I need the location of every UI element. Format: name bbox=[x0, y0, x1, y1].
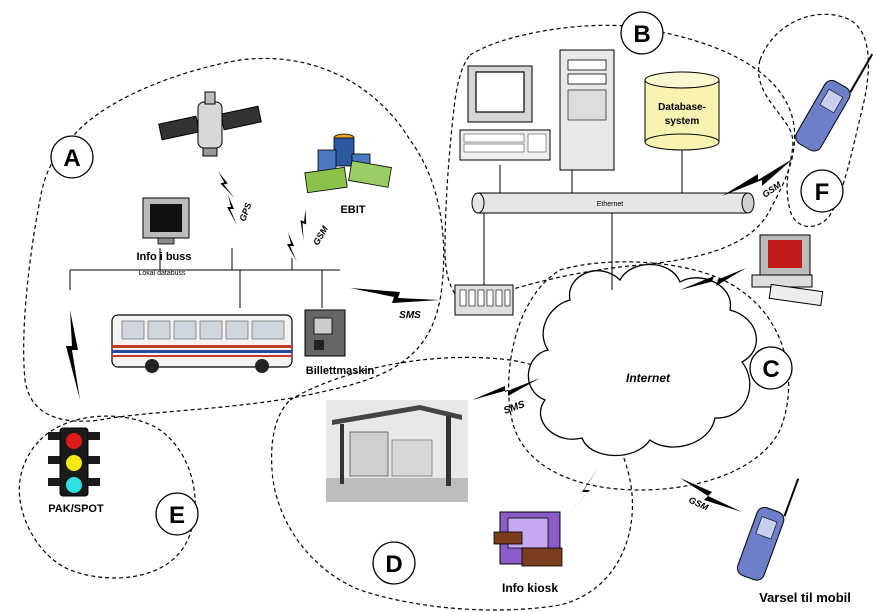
sms-stop-label: SMS bbox=[502, 399, 526, 417]
satellite-icon bbox=[158, 91, 262, 157]
kiosk-icon bbox=[493, 511, 563, 567]
zone-e-marker: E bbox=[155, 492, 199, 536]
lightning-icon bbox=[287, 232, 297, 262]
monitor-icon bbox=[142, 197, 190, 245]
zone-d-marker: D bbox=[372, 541, 416, 585]
billettmaskin-label: Billettmaskin bbox=[306, 365, 375, 377]
zone-f-marker: F bbox=[800, 169, 844, 213]
zone-c-boundary bbox=[508, 261, 790, 491]
lightning-icon bbox=[66, 310, 80, 400]
lightning-icon bbox=[294, 208, 314, 241]
database-label-line1: Database- bbox=[658, 102, 706, 113]
ebit-label: EBIT bbox=[340, 204, 365, 216]
database-label-line2: system bbox=[665, 116, 700, 127]
tower-pc-icon bbox=[559, 49, 615, 171]
internet-label: Internet bbox=[626, 371, 671, 385]
lightning-icon bbox=[472, 378, 540, 400]
lightning-icon bbox=[680, 478, 742, 512]
database-icon bbox=[644, 71, 720, 151]
local-databus bbox=[69, 248, 340, 308]
lokal-databuss-label: Lokal databuss bbox=[138, 270, 186, 277]
gsm-bus-label: GSM bbox=[311, 224, 330, 247]
lightning-icon bbox=[217, 169, 235, 201]
zone-e-boundary bbox=[18, 415, 196, 579]
sms-bus-label: SMS bbox=[399, 310, 421, 321]
zone-b-marker: B bbox=[620, 11, 664, 55]
svg-text:A: A bbox=[63, 145, 80, 172]
ethernet-label: Ethernet bbox=[597, 201, 624, 208]
varsel-label: Varsel til mobil bbox=[759, 590, 851, 605]
money-icon bbox=[304, 133, 392, 194]
zone-a-boundary bbox=[23, 57, 445, 422]
cloud-icon bbox=[527, 263, 758, 457]
desktop-pc-icon bbox=[751, 234, 824, 307]
zone-d-boundary bbox=[270, 356, 634, 611]
svg-text:F: F bbox=[815, 179, 830, 206]
lightning-icon bbox=[350, 288, 440, 303]
workstation-icon bbox=[459, 65, 551, 161]
ticket-machine-icon bbox=[304, 309, 346, 357]
svg-text:C: C bbox=[762, 356, 779, 383]
router-icon bbox=[454, 284, 514, 316]
mobile-phone-icon bbox=[795, 53, 874, 152]
bus-icon bbox=[111, 314, 293, 373]
pak-spot-label: PAK/SPOT bbox=[48, 503, 104, 515]
bus-shelter-icon bbox=[326, 400, 468, 502]
lightning-icon bbox=[680, 268, 746, 290]
zone-c-marker: C bbox=[749, 346, 793, 390]
svg-text:B: B bbox=[633, 21, 650, 48]
lightning-icon bbox=[566, 468, 598, 516]
mobile-phone-icon bbox=[736, 478, 800, 581]
info-buss-label: Info i buss bbox=[137, 251, 192, 263]
gps-label: GPS bbox=[237, 201, 253, 222]
lightning-icon bbox=[722, 158, 794, 196]
svg-text:D: D bbox=[385, 551, 402, 578]
info-kiosk-label: Info kiosk bbox=[502, 581, 558, 595]
ethernet-pipe bbox=[471, 192, 755, 214]
zone-a-marker: A bbox=[50, 135, 94, 179]
network-links bbox=[483, 148, 683, 290]
svg-text:E: E bbox=[169, 502, 185, 529]
lightning-icon bbox=[227, 195, 237, 225]
traffic-light-icon bbox=[48, 427, 100, 497]
